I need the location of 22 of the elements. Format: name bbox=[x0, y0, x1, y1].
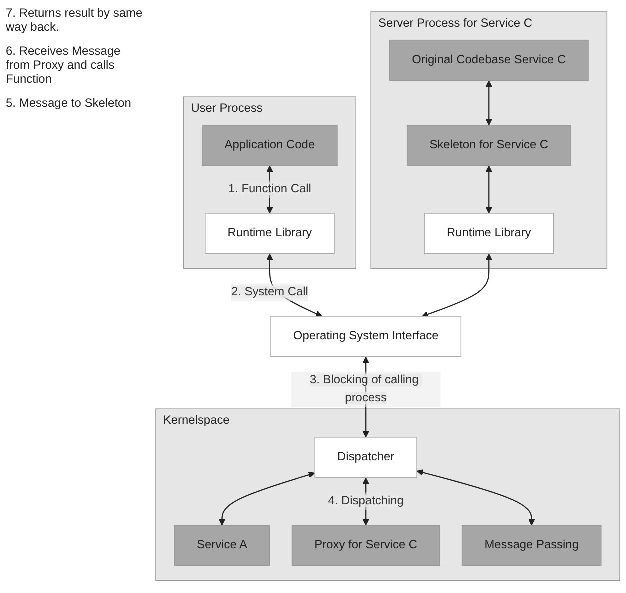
arrow bbox=[422, 254, 492, 318]
edge-label: 1. Function Call bbox=[228, 183, 312, 196]
node-box: Service A bbox=[174, 525, 270, 566]
node-box: Operating System Interface bbox=[270, 316, 462, 358]
node-box: Application Code bbox=[202, 125, 338, 166]
node-box: Original Codebase Service C bbox=[389, 40, 589, 82]
node-box: Skeleton for Service C bbox=[406, 125, 572, 166]
arrow bbox=[417, 470, 536, 526]
step-note: 7. Returns result by same way back. bbox=[6, 6, 144, 34]
arrow bbox=[486, 80, 492, 126]
step-note: 6. Receives Message from Proxy and calls Function bbox=[6, 44, 122, 86]
arrow bbox=[486, 166, 492, 214]
node-box: Dispatcher bbox=[314, 437, 418, 478]
node-box: Runtime Library bbox=[205, 213, 335, 254]
node-box: Runtime Library bbox=[424, 213, 554, 254]
arrow bbox=[218, 472, 316, 526]
step-note: 5. Message to Skeleton bbox=[6, 96, 132, 110]
node-box: Proxy for Service C bbox=[292, 525, 440, 566]
edge-label: 2. System Call bbox=[231, 286, 308, 299]
edge-label: 3. Blocking of calling process bbox=[310, 374, 419, 405]
edge-label: 4. Dispatching bbox=[328, 495, 404, 508]
node-box: Message Passing bbox=[462, 525, 602, 566]
